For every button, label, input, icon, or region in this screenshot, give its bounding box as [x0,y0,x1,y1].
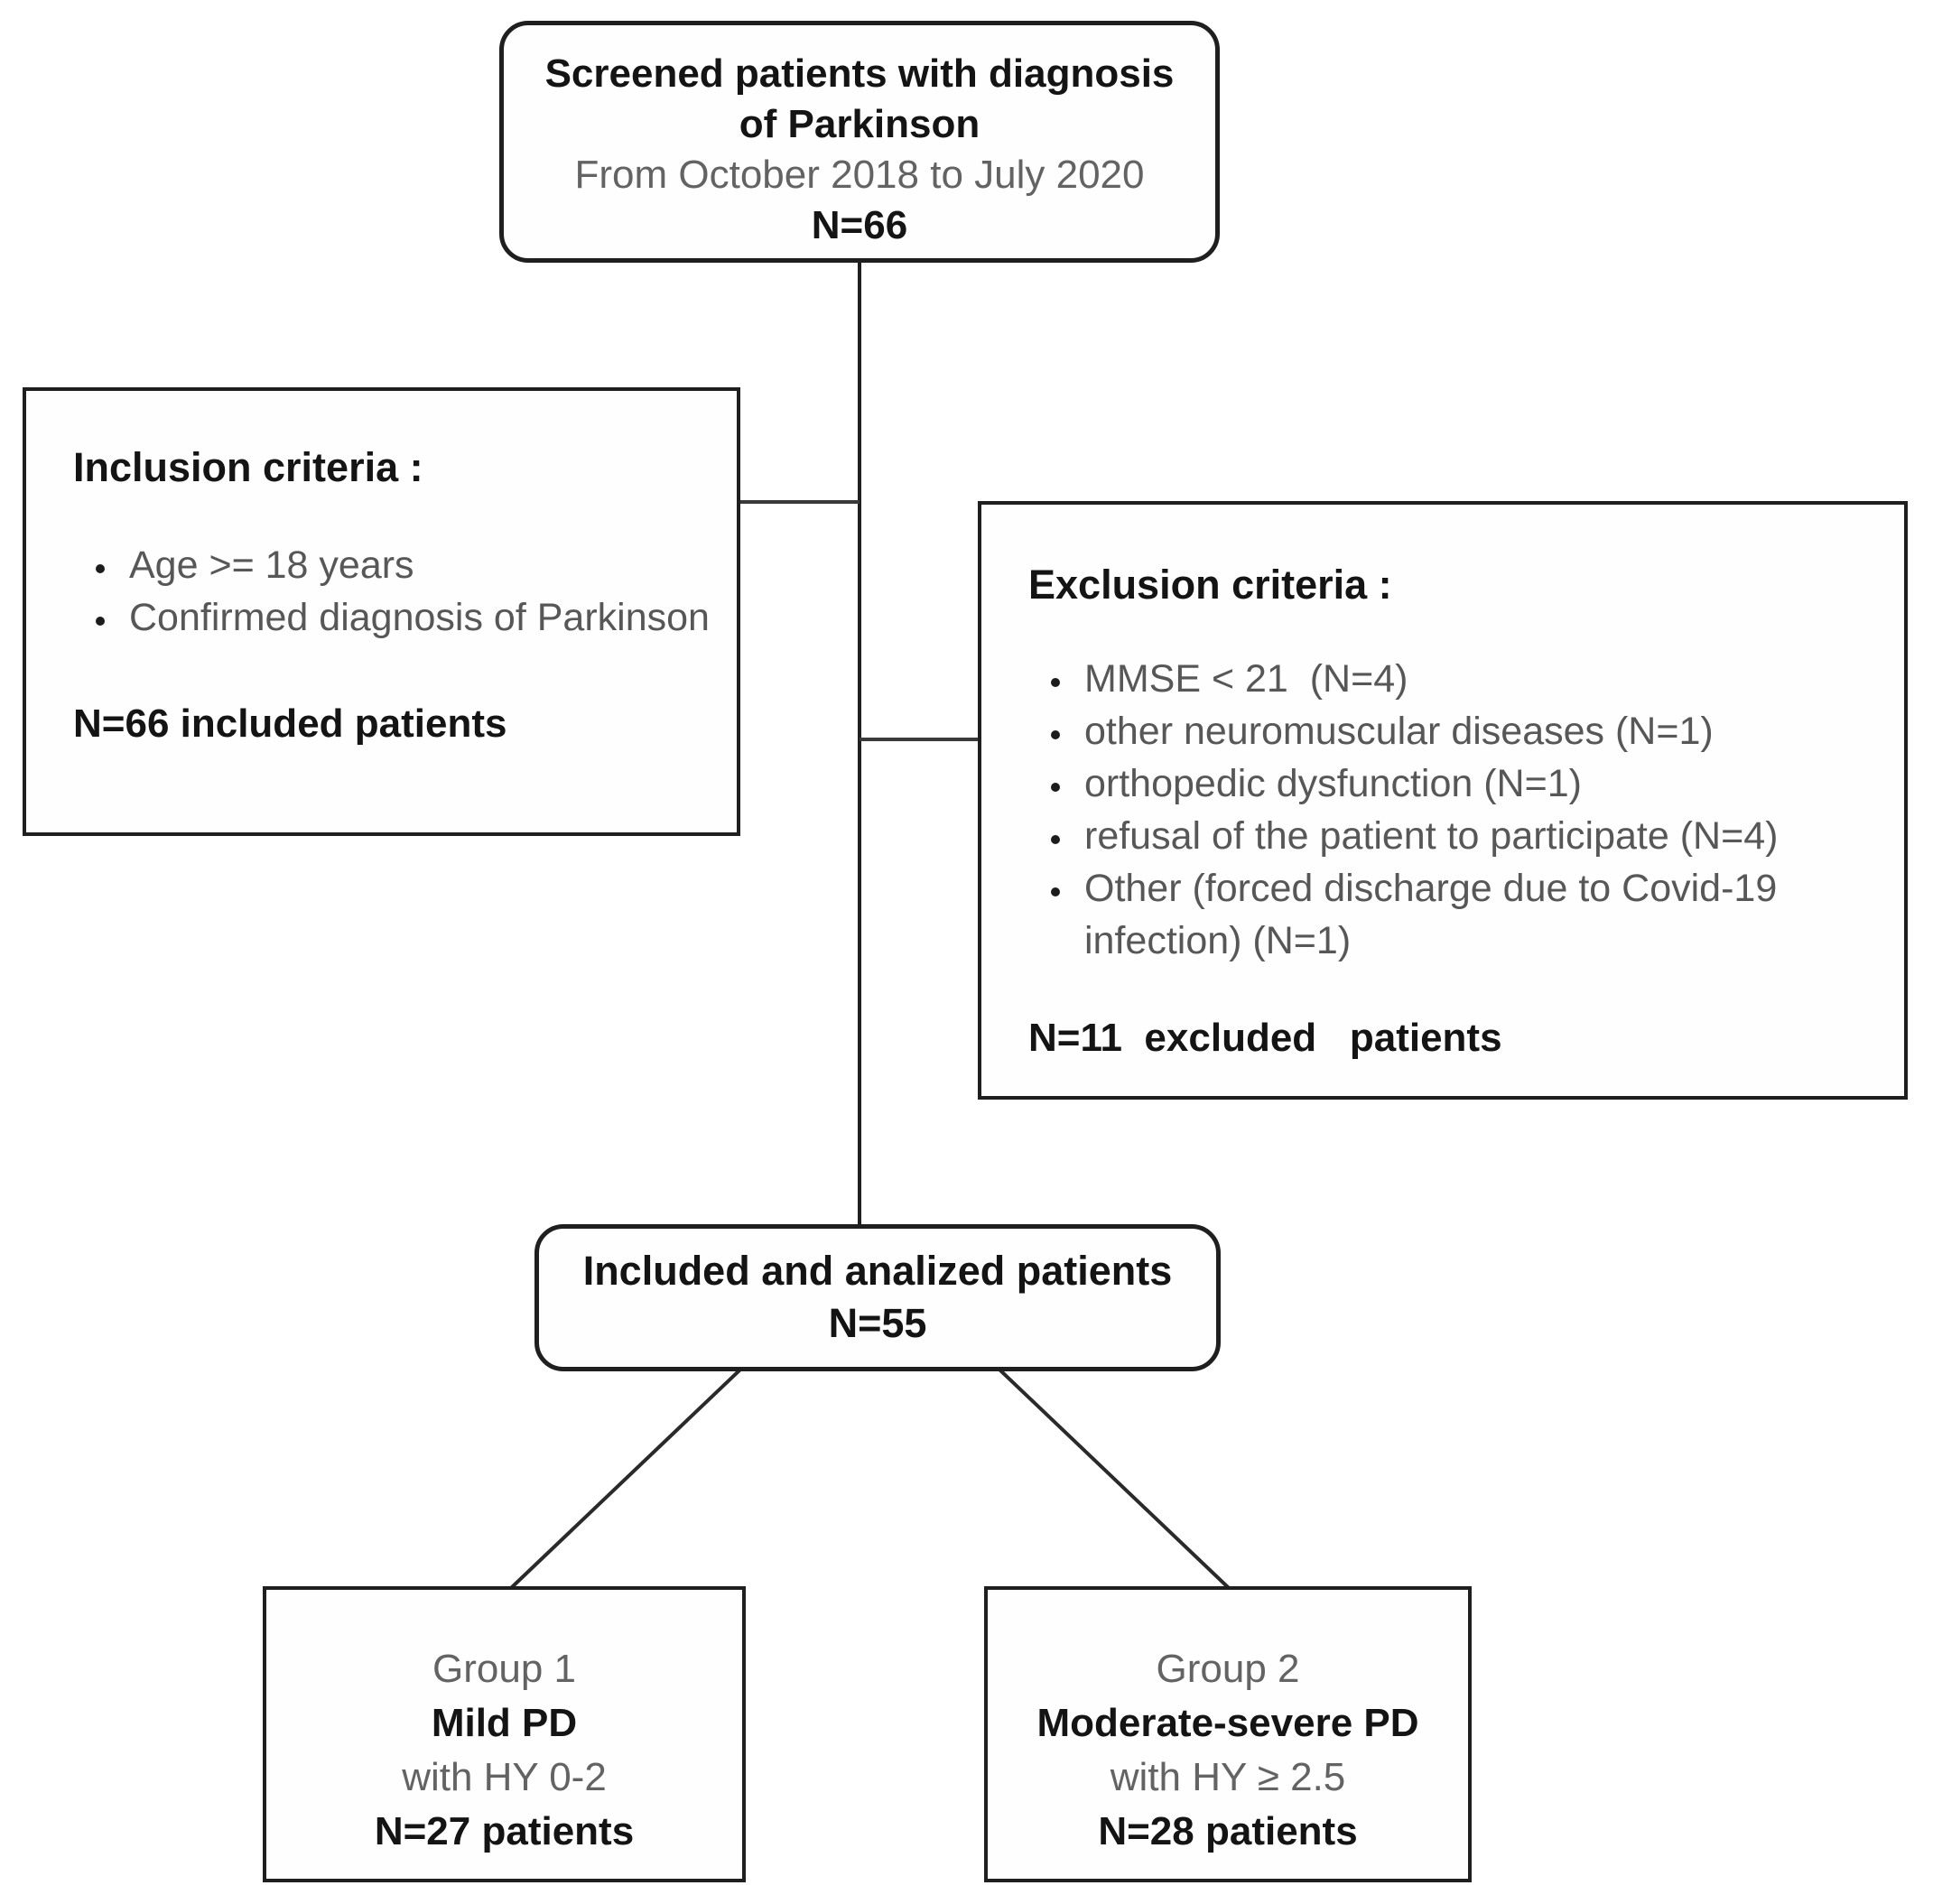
group2-count: N=28 patients [1098,1809,1358,1853]
connector-analyzed-to-group2 [998,1368,1231,1590]
inclusion-list: Age >= 18 years Confirmed diagnosis of P… [73,539,710,644]
exclusion-header: Exclusion criteria : [1028,562,1392,608]
screened-date-range: From October 2018 to July 2020 [574,153,1145,197]
exclusion-item: MMSE < 21 (N=4) [1075,653,1884,705]
exclusion-criteria-box: Exclusion criteria : MMSE < 21 (N=4) oth… [978,501,1908,1100]
screened-patients-box: Screened patients with diagnosis of Park… [499,21,1220,263]
exclusion-list: MMSE < 21 (N=4) other neuromuscular dise… [1028,653,1884,967]
screened-title-line1: Screened patients with diagnosis [544,51,1175,96]
screened-count: N=66 [811,203,908,247]
group1-hy-range: with HY 0-2 [402,1755,607,1799]
inclusion-header: Inclusion criteria : [73,444,423,490]
group1-label: Group 1 [432,1647,576,1691]
analyzed-patients-box: Included and analized patients N=55 [534,1224,1221,1371]
screened-title-line2: of Parkinson [739,102,980,146]
group2-box: Group 2 Moderate-severe PD with HY ≥ 2.5… [984,1586,1472,1882]
connector-analyzed-to-group1 [509,1368,742,1590]
exclusion-item: orthopedic dysfunction (N=1) [1075,757,1884,810]
inclusion-criteria-box: Inclusion criteria : Age >= 18 years Con… [23,387,740,836]
group1-severity: Mild PD [431,1701,578,1745]
group2-hy-range: with HY ≥ 2.5 [1110,1755,1346,1799]
exclusion-item: Other (forced discharge due to Covid-19 … [1075,862,1884,967]
group2-label: Group 2 [1156,1647,1300,1691]
group2-severity: Moderate-severe PD [1036,1701,1419,1745]
analyzed-title: Included and analized patients [582,1248,1173,1294]
inclusion-item: Age >= 18 years [120,539,710,591]
inclusion-item: Confirmed diagnosis of Parkinson [120,591,710,644]
exclusion-item: other neuromuscular diseases (N=1) [1075,705,1884,757]
group1-box: Group 1 Mild PD with HY 0-2 N=27 patient… [263,1586,746,1882]
exclusion-item: refusal of the patient to participate (N… [1075,810,1884,862]
group1-count: N=27 patients [374,1809,635,1853]
analyzed-count: N=55 [828,1300,927,1346]
inclusion-summary: N=66 included patients [73,701,507,746]
exclusion-summary: N=11 excluded patients [1028,1016,1502,1060]
